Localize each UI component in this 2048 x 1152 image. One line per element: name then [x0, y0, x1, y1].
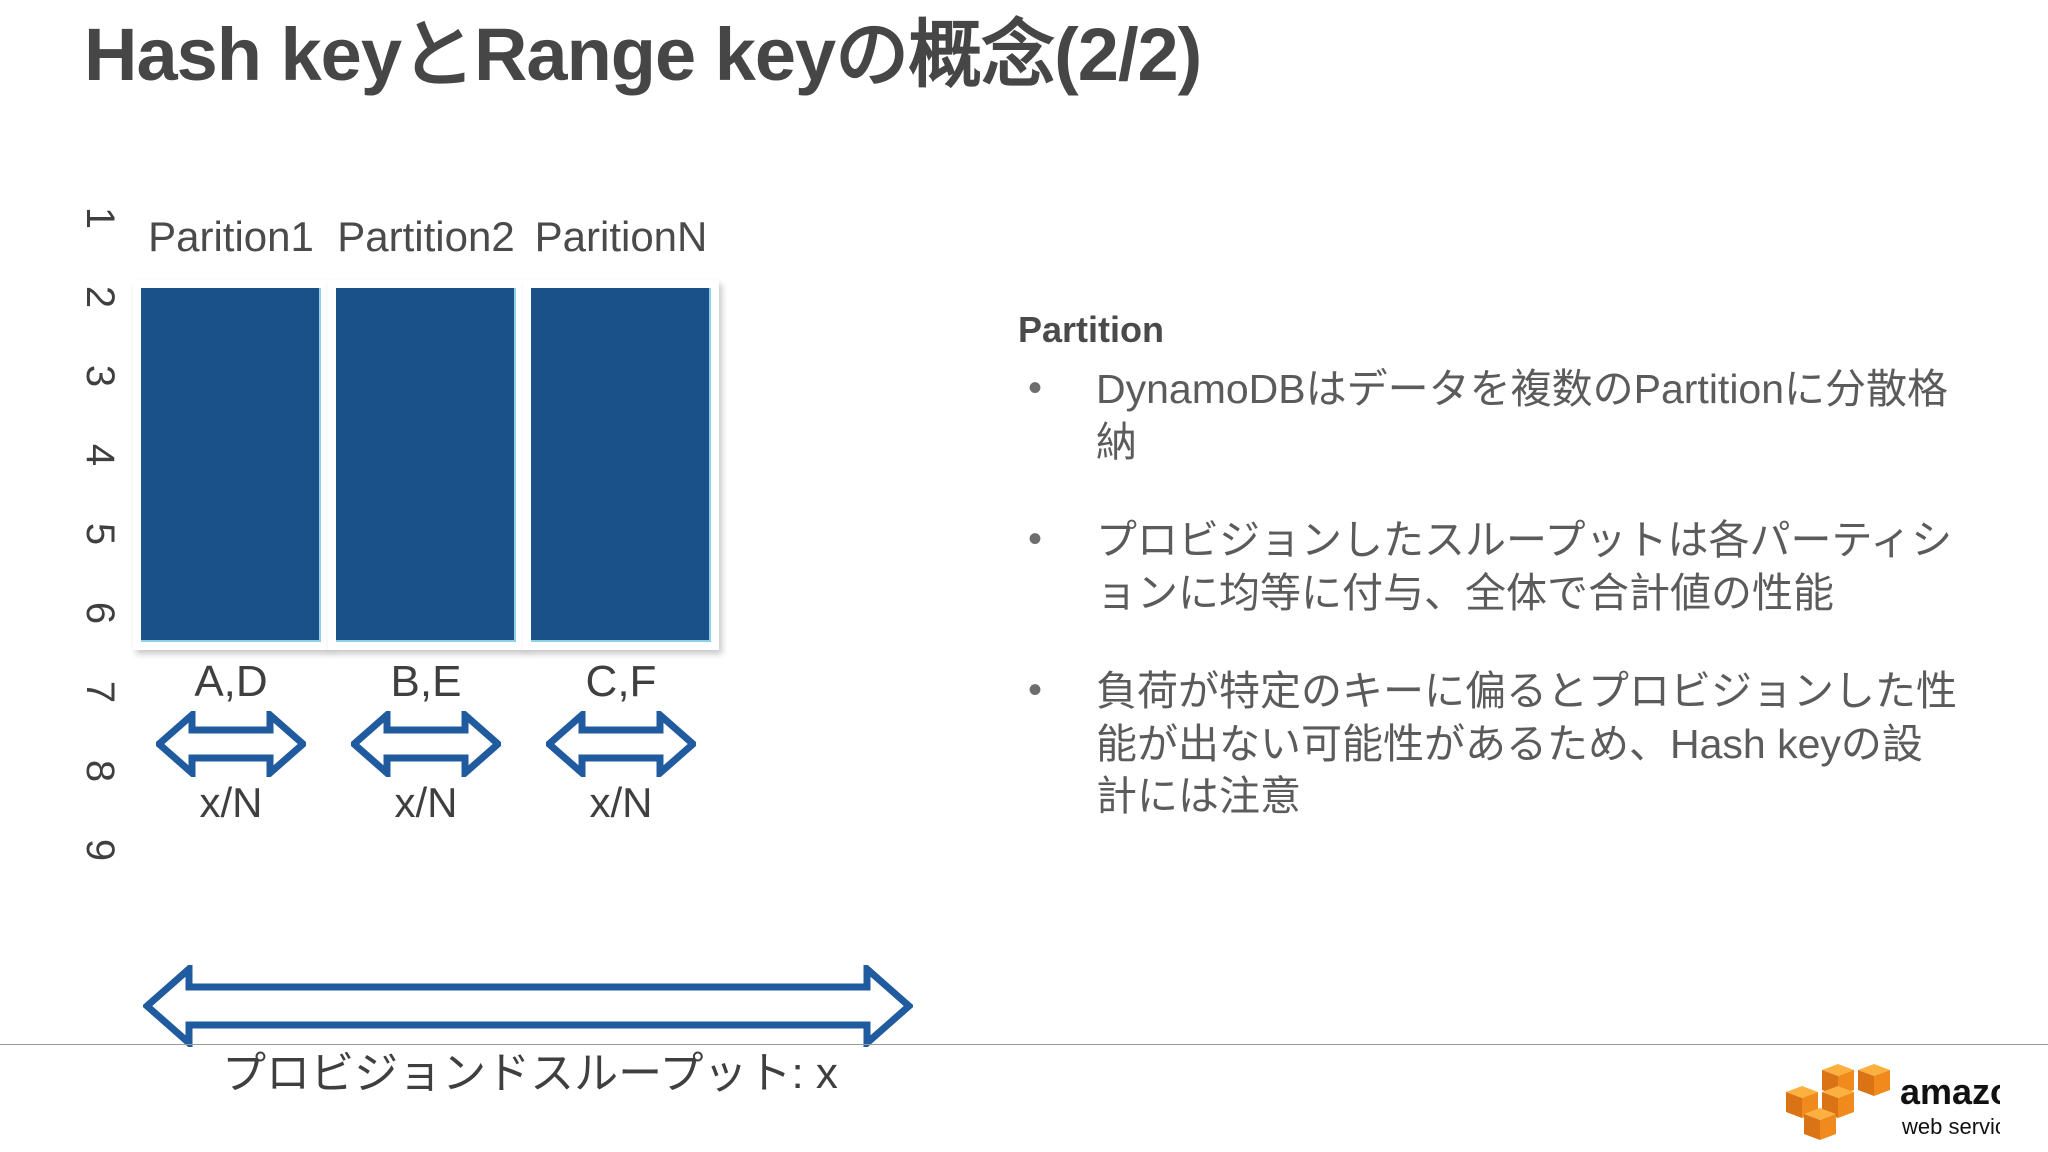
- total-throughput-arrow: [143, 965, 913, 1047]
- partition-share-label: x/N: [589, 779, 653, 826]
- bullet-marker-icon: •: [1028, 366, 1043, 411]
- row-number: 7: [78, 680, 122, 704]
- amazon-web-services-logo: amazon web services: [1760, 1062, 2000, 1144]
- partition-throughput-arrow: [328, 708, 524, 780]
- row-number: 5: [78, 522, 122, 546]
- partition-throughput-arrow: [133, 708, 329, 780]
- row-number-axis: 1 2 3 4 5 6 7 8 9: [74, 196, 126, 872]
- partition-keys-label: C,F: [585, 657, 657, 706]
- partition-bar: [133, 280, 329, 650]
- aws-wordmark-webservices: web services: [1901, 1114, 2000, 1139]
- aws-cubes-icon: [1786, 1064, 1890, 1140]
- partition-share-label: x/N: [394, 779, 458, 826]
- bullet-text: DynamoDBはデータを複数のPartitionに分散格納: [1096, 366, 1949, 465]
- partition-column: ParitionN C,F x/N: [523, 216, 719, 824]
- bullet-marker-icon: •: [1028, 668, 1043, 713]
- partition-column: Parition1 A,D x/N: [133, 216, 329, 824]
- list-item: • プロビジョンしたスループットは各パーティションに均等に付与、全体で合計値の性…: [1018, 514, 1958, 619]
- notes-panel: Partition • DynamoDBはデータを複数のPartitionに分散…: [1018, 308, 1958, 868]
- partition-share-label: x/N: [199, 779, 263, 826]
- row-number: 9: [78, 838, 122, 862]
- row-number: 1: [78, 206, 122, 230]
- partition-label: Parition1: [148, 213, 314, 260]
- list-item: • DynamoDBはデータを複数のPartitionに分散格納: [1018, 363, 1958, 468]
- page-title: Hash keyとRange keyの概念(2/2): [84, 13, 1202, 96]
- partition-label: Partition2: [337, 213, 515, 260]
- partition-label: ParitionN: [534, 213, 708, 260]
- partition-throughput-arrow: [523, 708, 719, 780]
- bullet-marker-icon: •: [1028, 517, 1043, 562]
- partition-bar-fill: [141, 288, 321, 642]
- bullet-text: プロビジョンしたスループットは各パーティションに均等に付与、全体で合計値の性能: [1096, 517, 1953, 616]
- partition-keys-label: A,D: [194, 657, 268, 706]
- row-number: 4: [78, 443, 122, 467]
- partition-column: Partition2 B,E x/N: [328, 216, 524, 824]
- aws-wordmark-amazon: amazon: [1900, 1071, 2000, 1112]
- bullet-text: 負荷が特定のキーに偏るとプロビジョンした性能が出ない可能性があるため、Hash …: [1096, 668, 1957, 819]
- partition-bar: [523, 280, 719, 650]
- partition-keys-label: B,E: [390, 657, 462, 706]
- total-throughput-label: プロビジョンドスループット: x: [222, 1049, 838, 1098]
- row-number: 6: [78, 601, 122, 625]
- row-number: 2: [78, 285, 122, 309]
- footer-divider: [0, 1044, 2048, 1045]
- partition-bar-fill: [531, 288, 711, 642]
- list-item: • 負荷が特定のキーに偏るとプロビジョンした性能が出ない可能性があるため、Has…: [1018, 665, 1958, 822]
- row-number: 8: [78, 759, 122, 783]
- partition-bar: [328, 280, 524, 650]
- row-number: 3: [78, 364, 122, 388]
- notes-heading: Partition: [1018, 309, 1165, 350]
- partition-bar-fill: [336, 288, 516, 642]
